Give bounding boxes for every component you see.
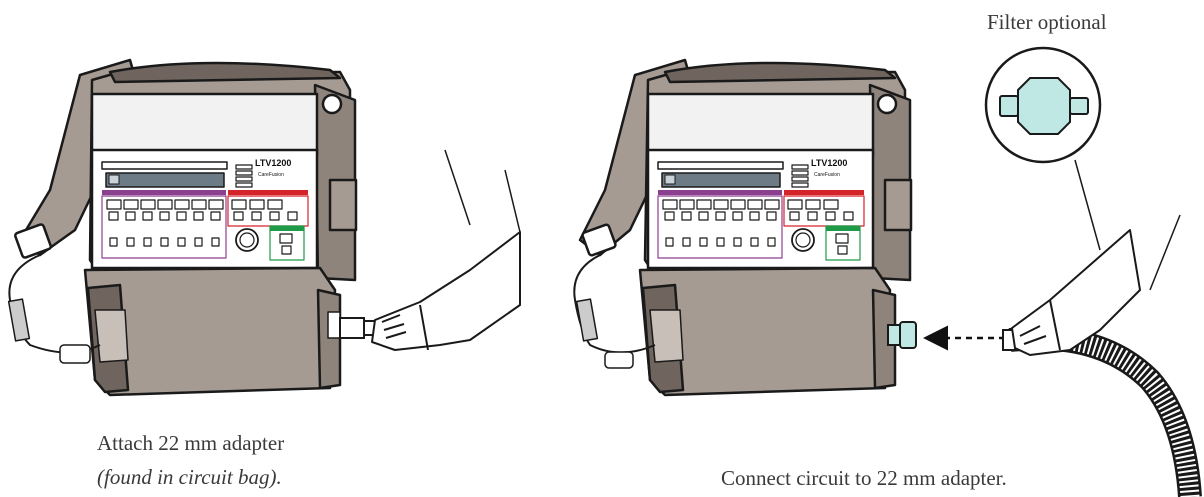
display-screen (661, 172, 781, 188)
display-lid (90, 92, 319, 158)
ventilator-left (7, 58, 358, 397)
device-brand-label-right: CareFusion (814, 172, 840, 178)
caption-right: Connect circuit to 22 mm adapter. (721, 466, 1007, 490)
caption-left-line1: Attach 22 mm adapter (97, 431, 285, 455)
filter-caption: Filter optional (987, 10, 1107, 34)
hand-right-icon (1011, 159, 1181, 356)
display-lid (646, 92, 875, 158)
adapter-right (887, 321, 917, 349)
filter-icon (984, 46, 1102, 164)
device-model-label-left: LTV1200 (255, 158, 292, 168)
strap-buckle-icon (14, 223, 52, 259)
caption-left-line2: (found in circuit bag). (97, 465, 282, 489)
hand-left-icon (371, 149, 521, 351)
device-model-label-right: LTV1200 (811, 158, 848, 168)
strap-buckle-icon (581, 223, 617, 257)
ventilator-right (573, 58, 913, 397)
device-brand-label-left: CareFusion (258, 172, 284, 178)
display-screen (105, 172, 225, 188)
